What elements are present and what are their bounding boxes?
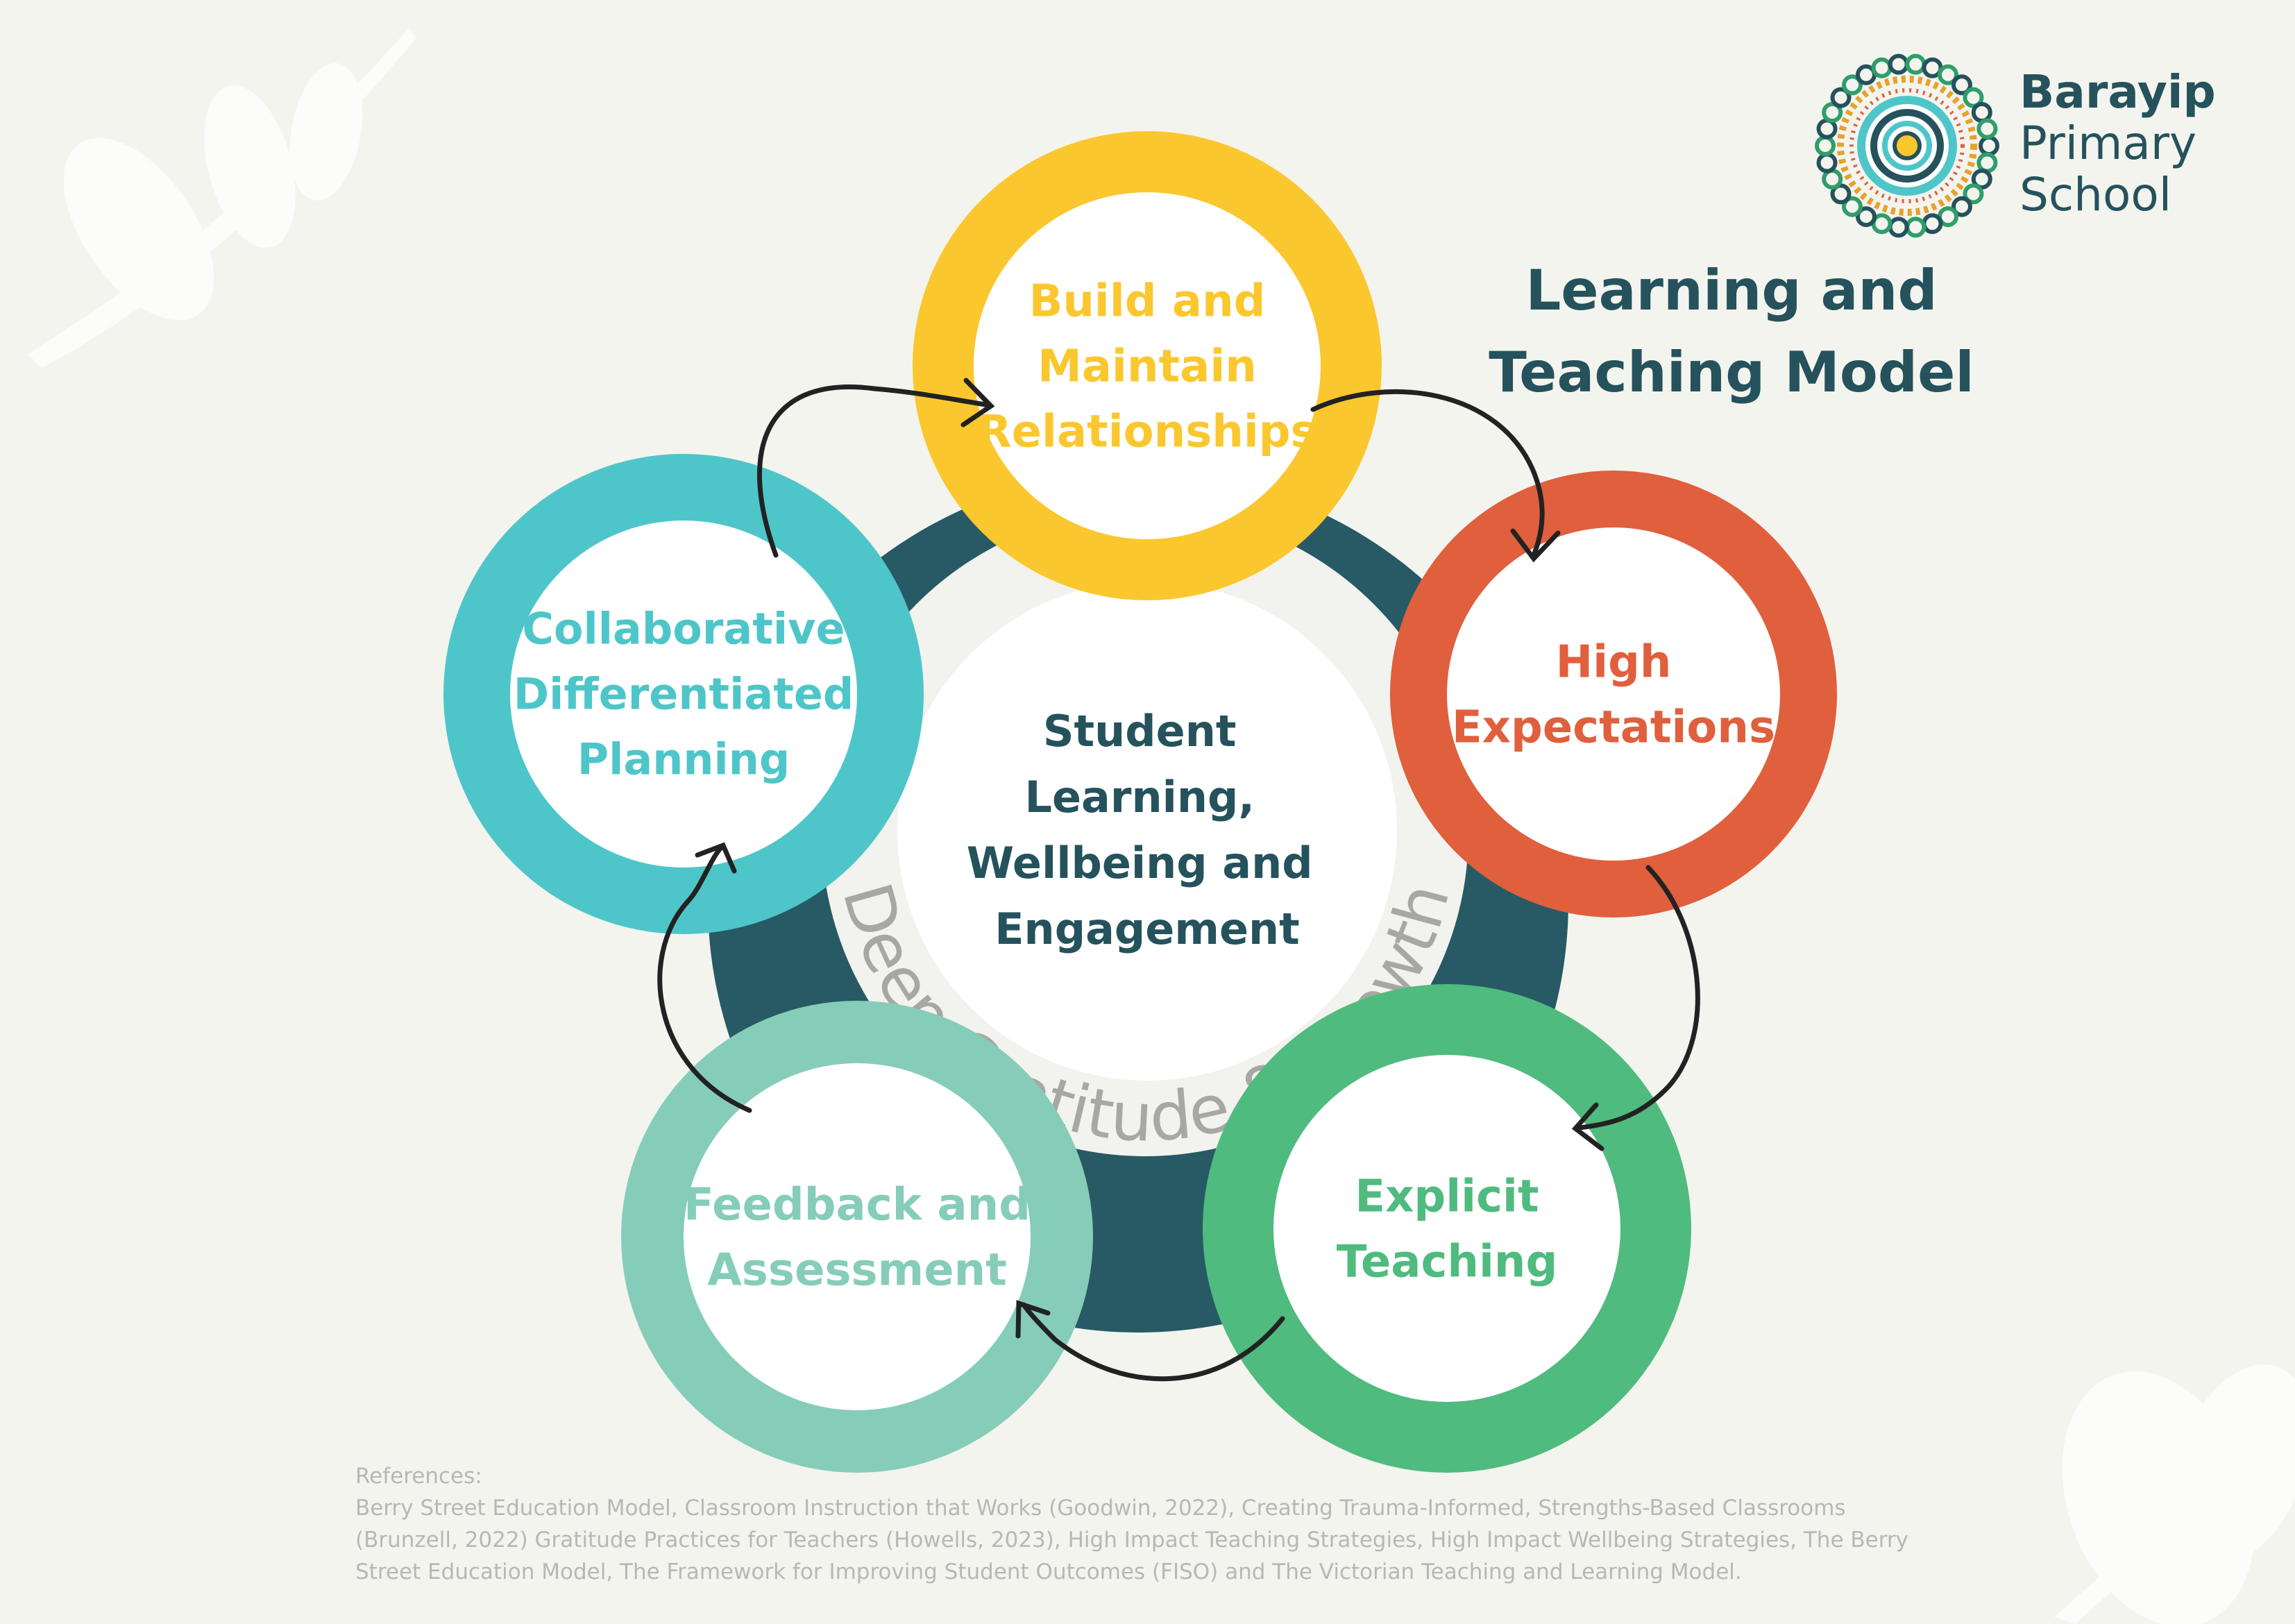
logo-scallop — [1963, 183, 1984, 205]
page-title: Learning and Teaching Model — [1454, 250, 2009, 414]
logo-scallop — [1822, 168, 1843, 189]
logo-scallop — [1815, 135, 1836, 156]
node-label-line: Assessment — [707, 1244, 1007, 1296]
node-label-line: Differentiated — [514, 669, 854, 720]
leaf-decoration-top-left — [28, 28, 416, 368]
logo-scallop — [1963, 87, 1984, 108]
reference-line: Street Education Model, The Framework fo… — [355, 1559, 1742, 1584]
arrow-relationships-to-expectations — [1310, 389, 1545, 558]
center-circle — [897, 581, 1397, 1081]
logo-scallop — [1971, 102, 1992, 124]
center-label: Student Learning, Wellbeing and Engageme… — [967, 706, 1328, 954]
logo-scallop — [1871, 57, 1892, 78]
node-inner-feedback — [684, 1063, 1031, 1410]
logo-scallop — [1976, 118, 1998, 139]
center-line: Student — [1043, 706, 1237, 756]
logo-scallop — [1822, 102, 1843, 124]
logo-scallop — [1816, 118, 1838, 139]
logo-scallop — [1888, 53, 1909, 75]
logo-scallop — [1938, 64, 1958, 85]
arrow-expectations-to-explicit — [1576, 865, 1700, 1131]
node-label-line: Relationships — [977, 406, 1316, 457]
school-name-line3: School — [2019, 168, 2172, 221]
node-inner-relationships — [974, 192, 1321, 539]
arrow-planning-to-relationships — [757, 384, 988, 558]
node-label-line: Planning — [577, 734, 790, 785]
logo-scallop — [1842, 74, 1863, 96]
logo-ring — [1849, 88, 1965, 203]
arrow-head — [695, 842, 737, 874]
logo-scallop — [1905, 53, 1926, 75]
node-label-line: High — [1556, 636, 1672, 688]
logo-ring — [1882, 121, 1932, 171]
node-label-line: Explicit — [1355, 1171, 1539, 1222]
arrow-explicit-to-feedback — [1021, 1302, 1285, 1382]
reference-line: (Brunzell, 2022) Gratitude Practices for… — [355, 1528, 1909, 1553]
references-heading: References: — [355, 1464, 482, 1489]
node-inner-explicit — [1273, 1055, 1620, 1402]
logo-scallop — [1951, 74, 1972, 96]
logo-scallop — [1830, 87, 1852, 108]
logo-scallop — [1905, 217, 1926, 238]
logo-scallop — [1971, 168, 1992, 189]
arrow-head — [1015, 1300, 1051, 1339]
arrow-head — [960, 378, 995, 428]
school-name-line1: Barayip — [2019, 65, 2216, 119]
node-label-line: Feedback and — [684, 1179, 1031, 1230]
logo-scallop — [1842, 196, 1863, 217]
logo-scallop — [1951, 196, 1972, 217]
school-name: Barayip Primary School — [2019, 67, 2216, 221]
logo-scallop — [1922, 213, 1943, 235]
reference-line: Berry Street Education Model, Classroom … — [355, 1496, 1846, 1521]
title-line1: Learning and — [1525, 258, 1938, 323]
node-label-line: Build and — [1029, 276, 1266, 327]
node-inner-planning — [510, 521, 857, 868]
logo-scallop — [1816, 152, 1838, 174]
school-name-line2: Primary — [2019, 117, 2197, 170]
logo-ring — [1892, 131, 1922, 160]
logo-ring — [1870, 109, 1944, 183]
logo-scallop — [1976, 152, 1998, 174]
node-inner-expectations — [1447, 527, 1780, 861]
leaf-decoration-bottom-right — [2054, 1364, 2295, 1624]
center-line: Engagement — [994, 904, 1300, 954]
center-line: Wellbeing and — [967, 838, 1313, 888]
school-logo-icon — [1815, 53, 1999, 238]
logo-scallop — [1856, 206, 1877, 228]
arrow-head — [1510, 528, 1561, 563]
logo-scallop — [1830, 183, 1852, 205]
node-label-line: Collaborative — [522, 604, 845, 654]
logo-scallop — [1979, 135, 1999, 156]
arrow-feedback-to-planning — [657, 844, 752, 1113]
logo-scallop — [1888, 217, 1909, 238]
node-label-line: Maintain — [1038, 341, 1257, 392]
node-label-line: Teaching — [1337, 1236, 1558, 1287]
center-line: Learning, — [1024, 772, 1254, 822]
title-line2: Teaching Model — [1489, 340, 1974, 405]
references: References: Berry Street Education Model… — [355, 1460, 1993, 1588]
node-label-line: Expectations — [1452, 702, 1775, 753]
arrow-head — [1571, 1102, 1604, 1151]
